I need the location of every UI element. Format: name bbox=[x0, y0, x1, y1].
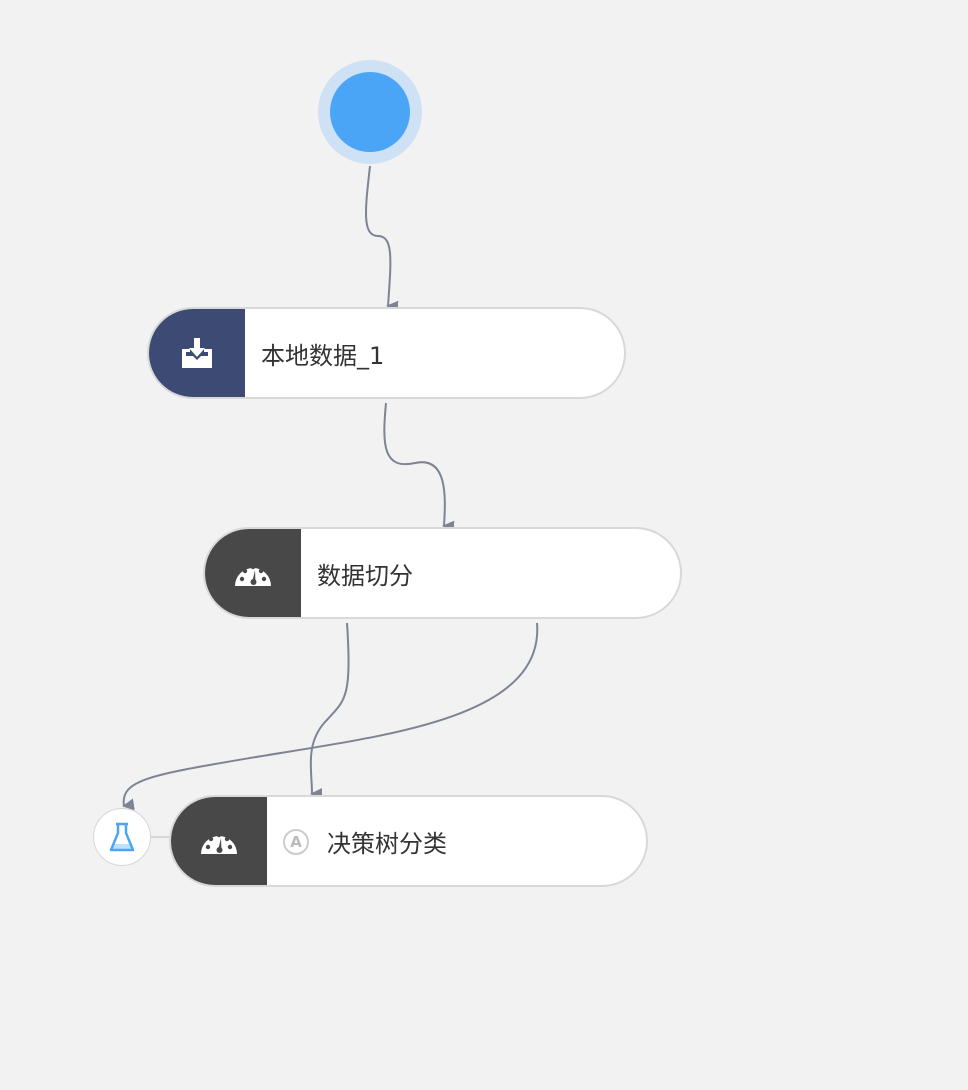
edge-local-data-to-split[interactable] bbox=[383, 402, 455, 533]
start-node[interactable] bbox=[318, 60, 422, 164]
node-data-split-label: 数据切分 bbox=[317, 561, 413, 590]
node-data-split[interactable]: 数据切分 bbox=[203, 527, 682, 619]
eval-port[interactable] bbox=[93, 808, 151, 866]
flask-icon bbox=[109, 822, 135, 852]
speedometer-icon bbox=[235, 564, 271, 586]
node-data-split-icon-box bbox=[205, 529, 301, 617]
node-local-data-icon-box bbox=[149, 309, 245, 397]
edge-split-to-eval-port[interactable] bbox=[122, 622, 539, 811]
edge-split-to-tree-train[interactable] bbox=[309, 622, 350, 800]
node-local-data[interactable]: 本地数据_1 bbox=[147, 307, 626, 399]
node-decision-tree[interactable]: A 决策树分类 bbox=[169, 795, 648, 887]
eval-port-connector bbox=[151, 836, 171, 838]
node-decision-tree-icon-box bbox=[171, 797, 267, 885]
edge-start-to-local-data[interactable] bbox=[365, 165, 399, 313]
speedometer-icon bbox=[201, 832, 237, 854]
node-local-data-label: 本地数据_1 bbox=[261, 341, 385, 370]
inbox-download-icon bbox=[182, 338, 212, 368]
node-decision-tree-label: 决策树分类 bbox=[327, 829, 447, 858]
start-circle-icon bbox=[330, 72, 410, 152]
algorithm-badge: A bbox=[283, 829, 309, 855]
